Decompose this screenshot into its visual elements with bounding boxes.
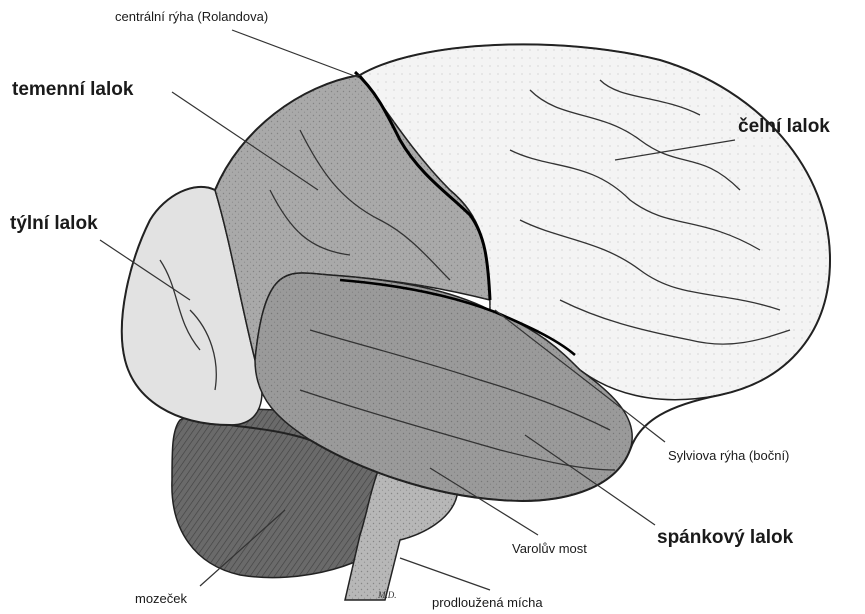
label-temporal-lobe: spánkový lalok xyxy=(657,527,793,549)
artist-signature: M.D. xyxy=(377,590,397,600)
label-sylvian-fissure: Sylviova rýha (boční) xyxy=(668,448,789,463)
label-occipital-lobe: týlní lalok xyxy=(10,213,98,235)
label-parietal-lobe: temenní lalok xyxy=(12,79,133,101)
label-central-sulcus: centrální rýha (Rolandova) xyxy=(115,9,268,24)
label-frontal-lobe: čelní lalok xyxy=(738,116,830,138)
label-cerebellum: mozeček xyxy=(135,591,187,606)
label-medulla: prodloužená mícha xyxy=(432,595,543,610)
leader-central-sulcus xyxy=(232,30,360,78)
label-pons: Varolův most xyxy=(512,541,587,556)
leader-medulla xyxy=(400,558,490,590)
